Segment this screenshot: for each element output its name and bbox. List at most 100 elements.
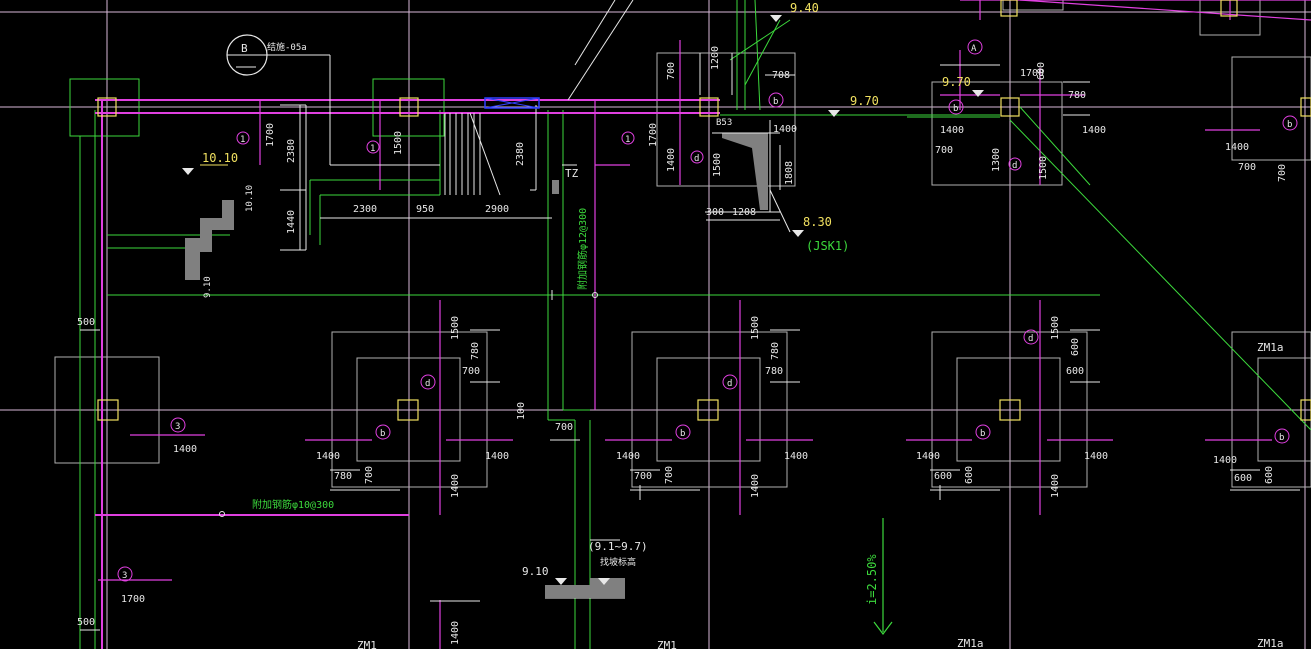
level-jsk: (JSK1)	[806, 239, 849, 253]
dim-950: 950	[416, 204, 434, 215]
p4-600b: 600	[1264, 466, 1275, 484]
level-range: (9.1~9.7)	[588, 540, 648, 553]
dim-1500c: 1500	[1038, 156, 1049, 180]
blue-hatch-opening	[484, 97, 540, 109]
dim-700e: 700	[1277, 164, 1288, 182]
section-outlines	[705, 120, 780, 213]
p3-1400c: 1400	[1050, 474, 1061, 498]
dim-500b: 500	[77, 617, 95, 628]
tag-zm1a-3: ZM1a	[1257, 637, 1284, 649]
mark-d4: d	[727, 379, 732, 389]
level-970a: 9.70	[850, 94, 879, 108]
p1-1400c: 1400	[450, 474, 461, 498]
p1-1400b: 1400	[485, 451, 509, 462]
dim-1400a: 1400	[666, 148, 677, 172]
mark-d5: d	[1028, 334, 1033, 344]
circle-mark-labels: A b b 1 1 1 d d b d d d b b b b 3 3	[122, 44, 1292, 581]
mark-a: A	[971, 44, 977, 54]
level-labels: 10.10 9.40 9.70 9.70 8.30 (JSK1) 9.10 (9…	[200, 1, 971, 578]
p1-700b: 700	[364, 466, 375, 484]
p2-780: 780	[770, 342, 781, 360]
dim-2300: 2300	[353, 204, 377, 215]
dim-2380a: 2380	[286, 139, 297, 163]
dim-100: 100	[516, 402, 527, 420]
grid-bubble: B 结施-05a	[226, 34, 307, 76]
rebar-note-horizontal: 附加钢筋φ10@300	[252, 498, 334, 511]
mark-three1: 3	[175, 422, 180, 432]
dim-700c: 700	[935, 145, 953, 156]
dim-780a: 780	[1068, 90, 1086, 101]
dim-1700a: 1700	[265, 123, 276, 147]
mark-one2: 1	[370, 144, 375, 154]
p2-1400a: 1400	[616, 451, 640, 462]
dim-700a: 700	[666, 62, 677, 80]
dim-2380b: 2380	[515, 142, 526, 166]
slope-label: i=2.50%	[865, 554, 879, 605]
p2-700b: 700	[664, 466, 675, 484]
b-1400: 1400	[450, 621, 461, 645]
p1-780b: 780	[334, 471, 352, 482]
dim-1700c: 1700	[121, 594, 145, 605]
grid-bubble-note: 结施-05a	[267, 41, 307, 53]
stair-hatch	[280, 0, 634, 251]
dim-700d: 700	[1238, 162, 1256, 173]
dim-1700b: 1700	[648, 123, 659, 147]
dim-1400b: 1400	[773, 124, 797, 135]
beam-marks	[98, 0, 1311, 649]
dim-500a: 500	[77, 317, 95, 328]
grid-bubble-letter: B	[241, 42, 248, 55]
level-940: 9.40	[790, 1, 819, 15]
tag-zm1-1: ZM1	[357, 639, 377, 649]
dim-1200: 1200	[710, 46, 721, 70]
p2-780b: 780	[765, 366, 783, 377]
mark-b2: b	[953, 104, 958, 114]
p2-1500: 1500	[750, 316, 761, 340]
dim-2900: 2900	[485, 204, 509, 215]
circle-marks	[117, 39, 1298, 582]
mark-b4: b	[380, 429, 385, 439]
dim-1500a: 1500	[393, 131, 404, 155]
columns	[97, 0, 1311, 421]
blue-hatch-x2	[484, 97, 540, 109]
rebar-point-2	[219, 511, 225, 517]
mark-b3: b	[1287, 120, 1292, 130]
tag-b53: B53	[716, 118, 732, 128]
level-910-side: 9.10	[203, 276, 213, 298]
level-970b: 9.70	[942, 75, 971, 89]
level-830: 8.30	[803, 215, 832, 229]
p3-600: 600	[1070, 338, 1081, 356]
green-walls	[69, 0, 1311, 649]
dim-1400c: 1400	[173, 444, 197, 455]
p3-1400a: 1400	[916, 451, 940, 462]
level-range-note: 找坡标高	[600, 556, 636, 568]
dim-1500b: 1500	[712, 153, 723, 177]
tags: TZ B53 ZM1a ZM1a ZM1a ZM1 ZM1	[357, 118, 1284, 649]
dim-1808: 1808	[784, 161, 795, 185]
level-1010: 10.10	[202, 151, 238, 165]
mark-b7: b	[1279, 433, 1284, 443]
mark-d1: d	[694, 154, 699, 164]
tag-zm1a-1: ZM1a	[1257, 341, 1284, 354]
dim-300: 300	[706, 207, 724, 218]
p1-1500: 1500	[450, 316, 461, 340]
dim-1400e: 1400	[940, 125, 964, 136]
mark-one3: 1	[625, 135, 630, 145]
dimension-lines	[80, 53, 1300, 631]
p3-600c: 600	[934, 471, 952, 482]
rebar-note-vertical: 附加钢筋φ12@300	[576, 208, 589, 290]
p3-1400b: 1400	[1084, 451, 1108, 462]
mark-b5: b	[680, 429, 685, 439]
p2-700: 700	[634, 471, 652, 482]
dim-1400d: 1400	[1082, 125, 1106, 136]
p2-1400b: 1400	[784, 451, 808, 462]
dim-708: 708	[772, 70, 790, 81]
beams	[95, 99, 720, 649]
level-910-top: 10.10	[245, 185, 255, 212]
dim-700b: 700	[555, 422, 573, 433]
tag-zm1-2: ZM1	[657, 639, 677, 649]
slope-arrow: i=2.50%	[865, 518, 893, 635]
p3-600d: 600	[964, 466, 975, 484]
dim-1300: 1300	[991, 148, 1002, 172]
mark-d3: d	[425, 379, 430, 389]
